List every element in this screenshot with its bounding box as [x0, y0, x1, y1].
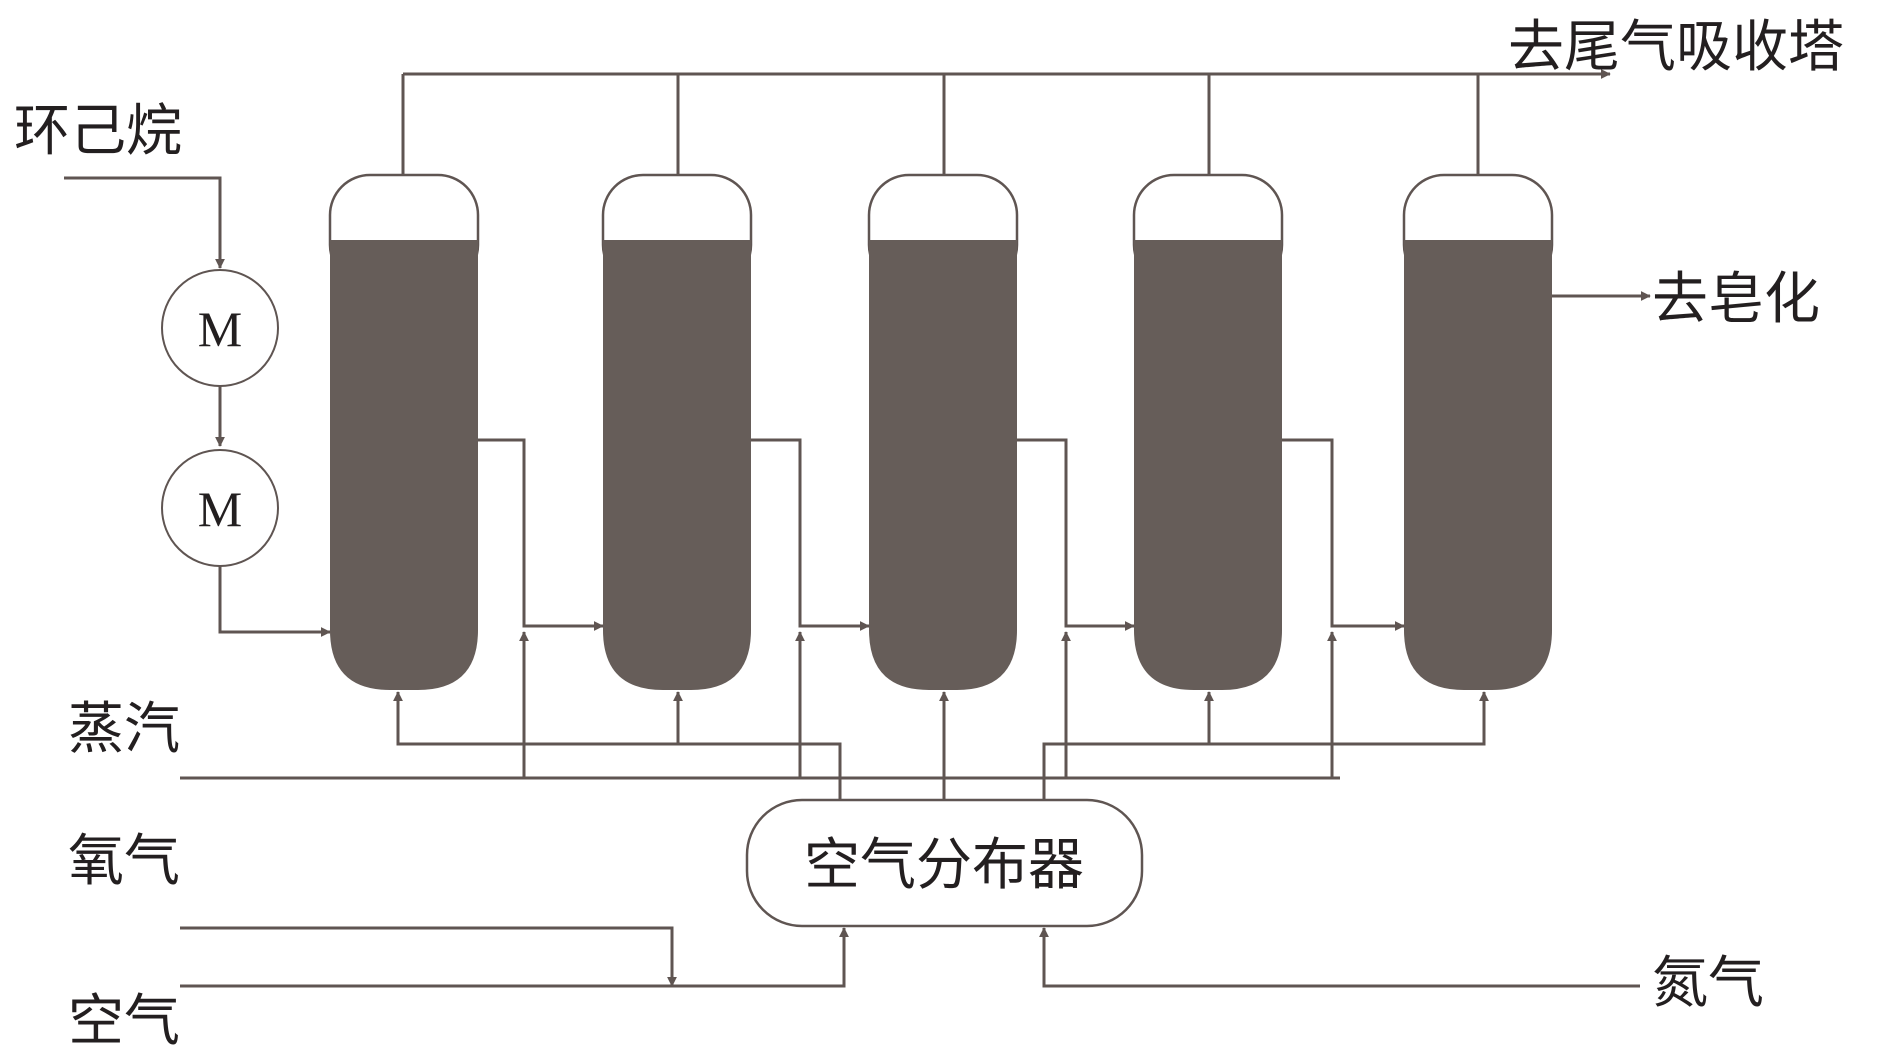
reactor-2 [601, 173, 753, 690]
cyclohexane-label: 环己烷 [14, 99, 182, 164]
reactor-4 [1132, 173, 1284, 690]
air-label: 空气 [68, 989, 180, 1054]
steam-header [180, 631, 1340, 780]
distributor-outlets [393, 691, 1489, 800]
oxygen-label: 氧气 [68, 829, 180, 894]
motor-2-label: M [198, 481, 242, 537]
steam-label: 蒸汽 [68, 697, 180, 762]
overflow-lines [478, 438, 1405, 631]
reactor-3 [867, 173, 1019, 690]
vent-header [401, 69, 1611, 175]
tail-gas-label: 去尾气吸收塔 [1508, 15, 1844, 80]
saponification-label: 去皂化 [1652, 267, 1820, 332]
reactor-5 [1402, 173, 1554, 690]
cyclohexane-feed [64, 176, 331, 637]
air-distributor [745, 798, 1144, 928]
motor-1-label: M [198, 301, 242, 357]
gas-feeds [180, 926, 1640, 988]
nitrogen-label: 氮气 [1652, 951, 1764, 1016]
reactor-1 [328, 173, 480, 690]
distributor-label: 空气分布器 [804, 833, 1084, 898]
